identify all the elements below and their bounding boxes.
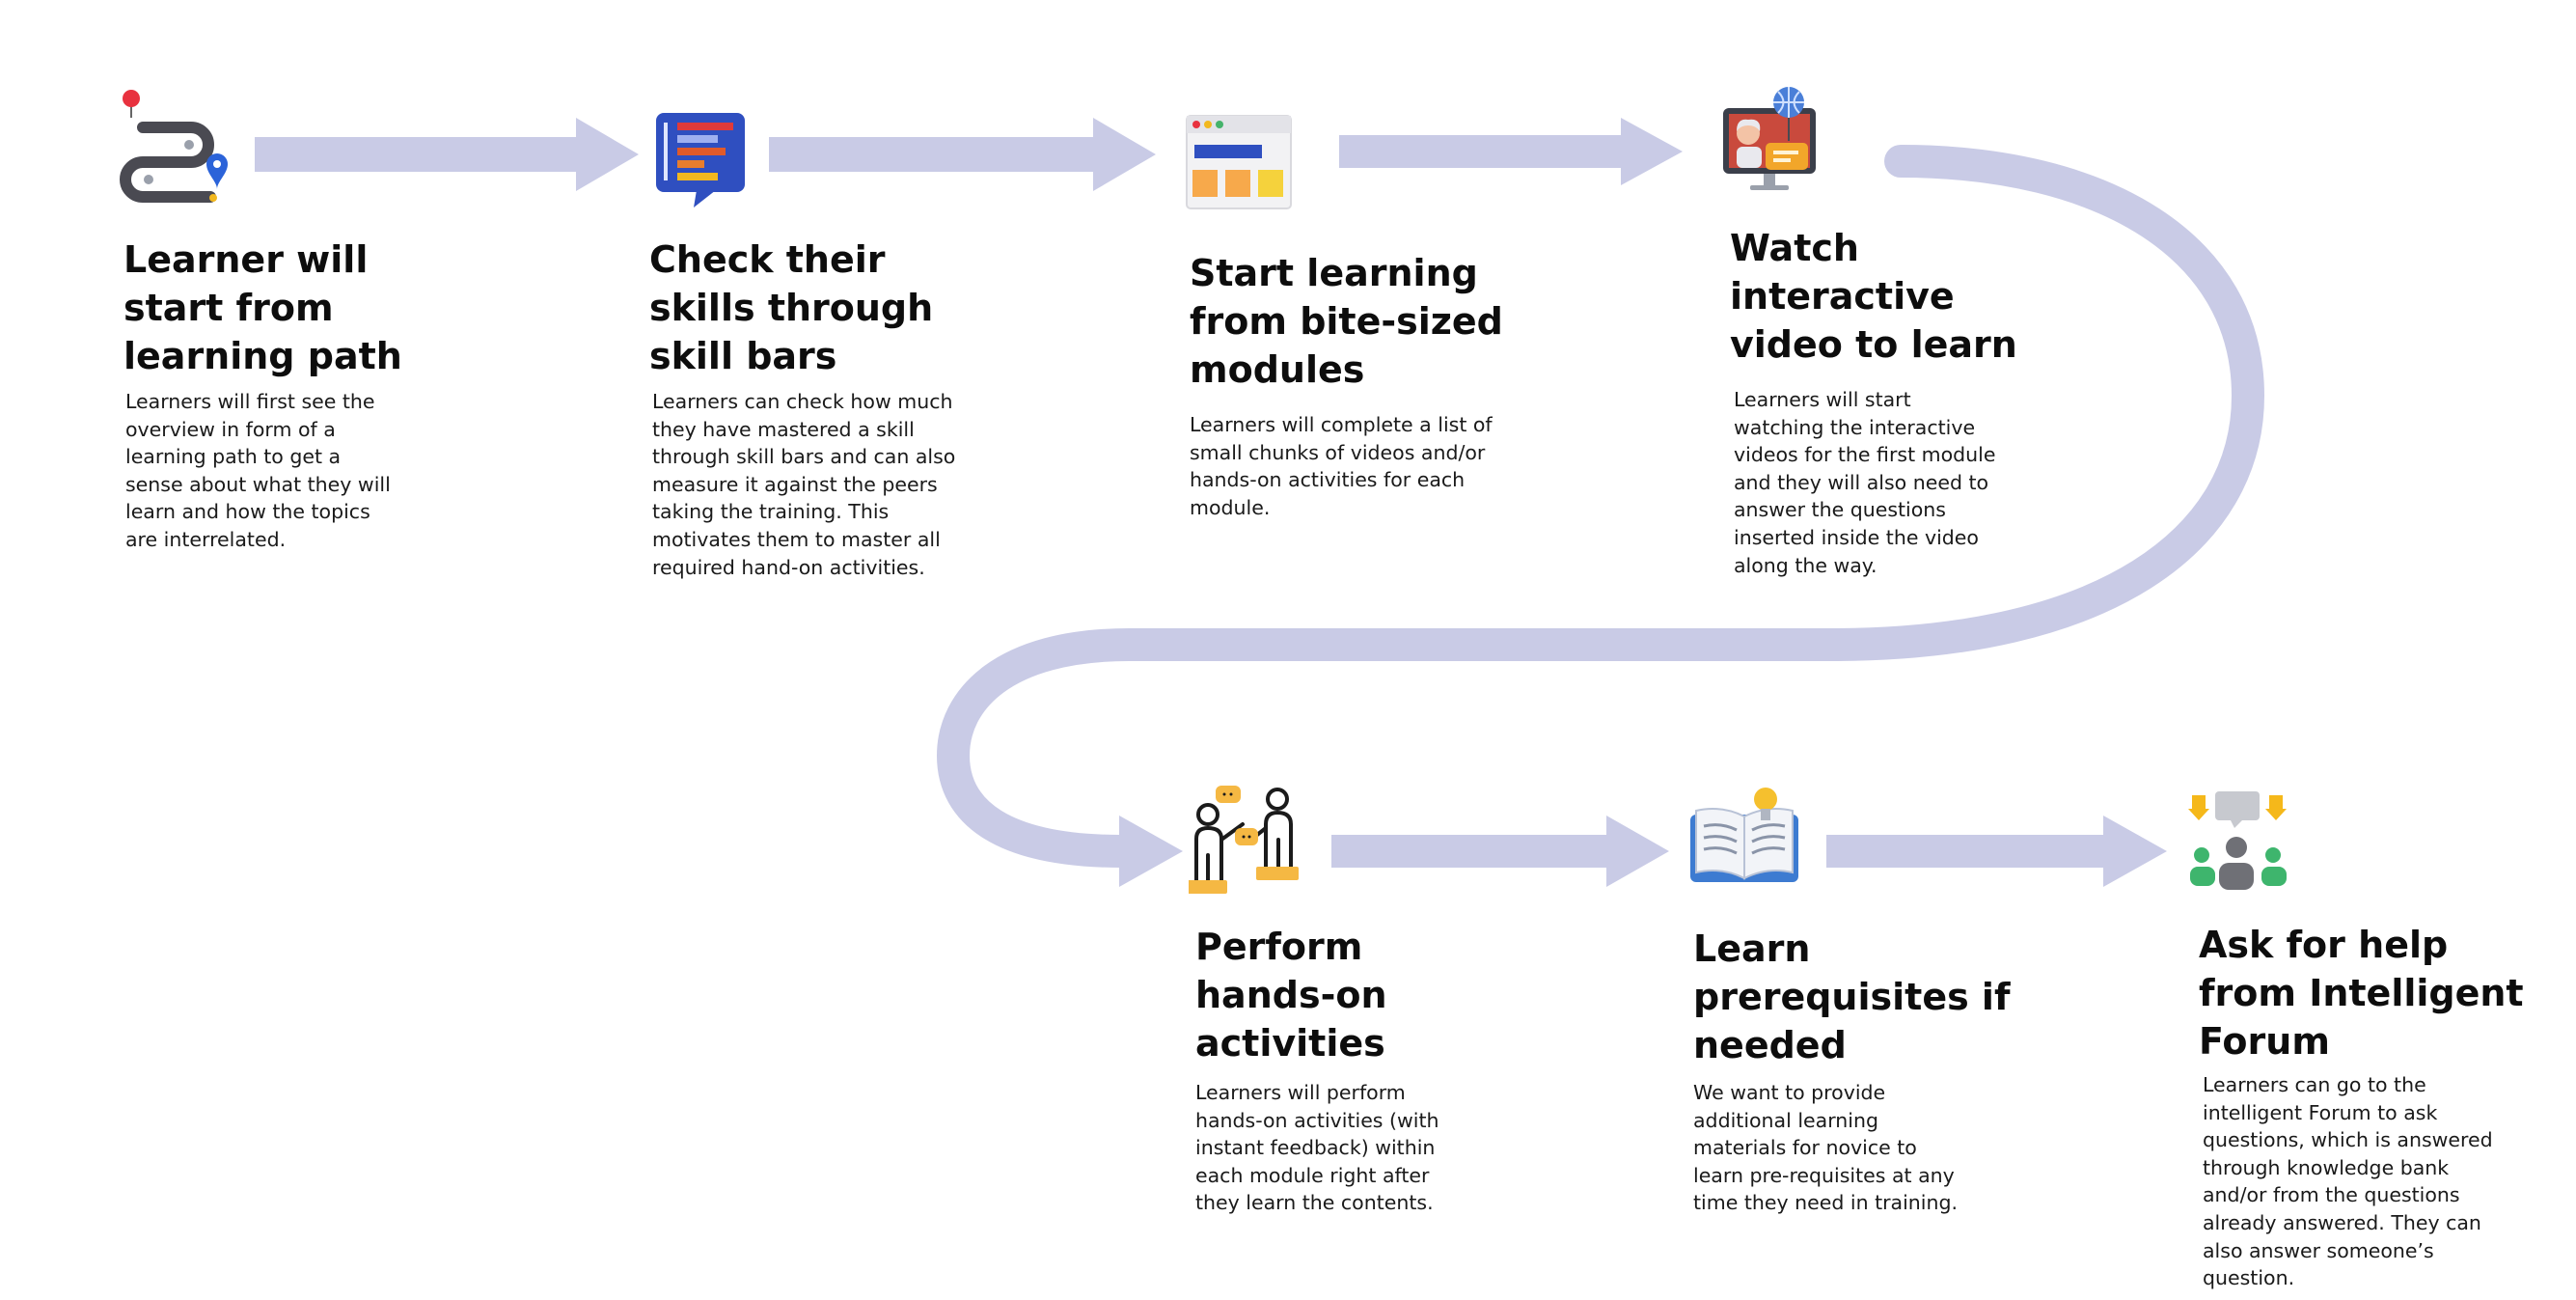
learning-path-icon <box>114 89 230 205</box>
arrow-step3-to-step4 <box>1339 118 1683 185</box>
hands-on-activities-icon <box>1189 786 1304 901</box>
forum-help-icon <box>2186 789 2302 905</box>
interactive-video-icon <box>1717 85 1833 201</box>
arrow-step1-to-step2 <box>255 118 639 191</box>
arrow-step2-to-step3 <box>769 118 1156 191</box>
modules-icon <box>1183 110 1299 226</box>
book-idea-icon <box>1686 786 1802 901</box>
arrow-curve-head <box>1119 816 1183 887</box>
arrow-step5-to-step6 <box>1331 816 1669 887</box>
curved-connector-step4-to-step5 <box>936 145 2265 868</box>
arrow-step6-to-step7 <box>1826 816 2167 887</box>
skill-bars-icon <box>648 108 764 224</box>
